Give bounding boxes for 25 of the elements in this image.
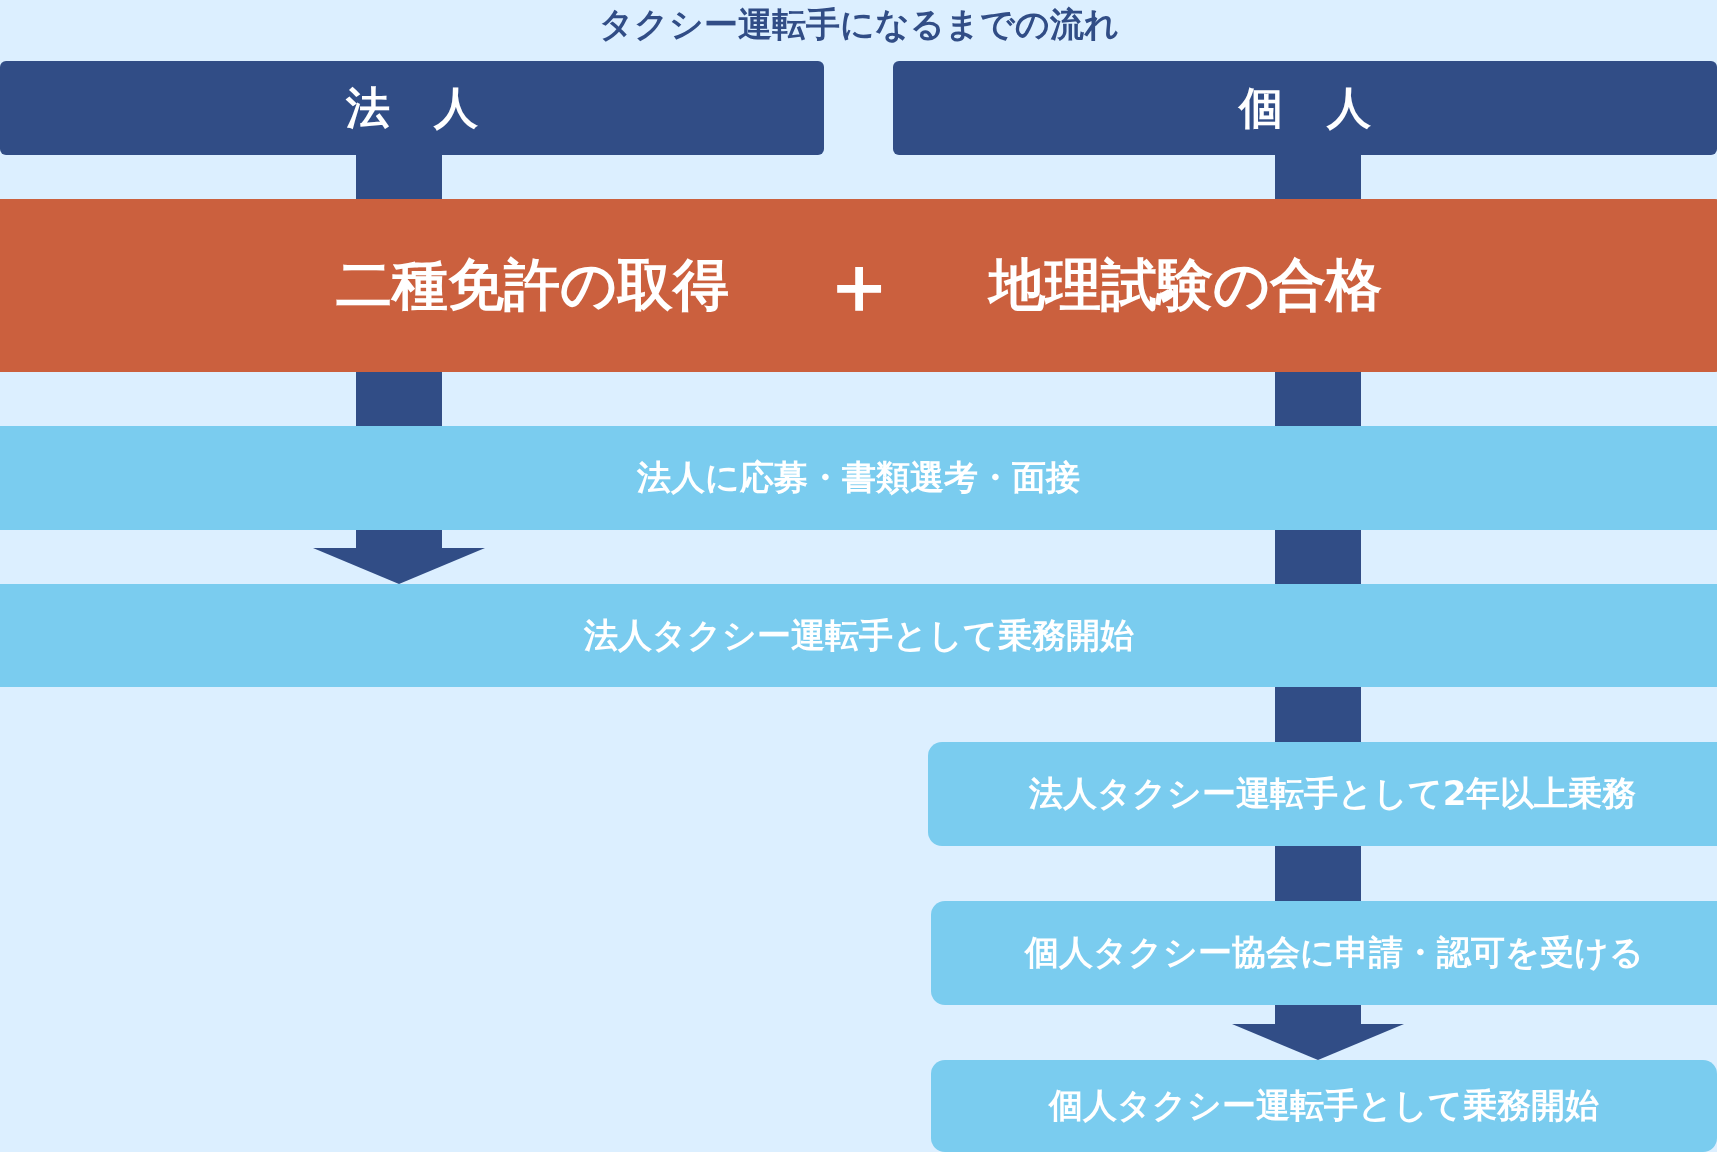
step-label: 法人タクシー運転手として乗務開始: [583, 613, 1134, 657]
requirement-band: [0, 199, 1717, 372]
requirement-label: 地理試験の合格: [988, 250, 1382, 319]
step-label: 個人タクシー協会に申請・認可を受ける: [1024, 931, 1644, 974]
arrow: [1232, 1005, 1404, 1060]
requirement-label: 二種免許の取得: [335, 250, 729, 319]
connector-bar: [1275, 155, 1361, 199]
header-bar: [0, 61, 824, 155]
step-band: [0, 584, 1717, 687]
step-box: [928, 742, 1717, 846]
header-bar: [893, 61, 1717, 155]
step-band: [0, 426, 1717, 530]
step-label: 法人に応募・書類選考・面接: [637, 456, 1080, 499]
step-label: 法人タクシー運転手として2年以上乗務: [1028, 772, 1637, 815]
connector-bar: [356, 155, 442, 199]
connector-bar: [1275, 372, 1361, 426]
connector-bar: [1275, 530, 1361, 584]
title: タクシー運転手になるまでの流れ: [598, 4, 1119, 44]
step-box: [931, 1060, 1717, 1152]
column-heading: 個 人: [1239, 80, 1371, 135]
plus-sign: ＋: [818, 236, 899, 333]
step-box: [931, 901, 1717, 1005]
column-heading: 法 人: [346, 80, 478, 135]
step-label: 個人タクシー運転手として乗務開始: [1049, 1084, 1599, 1127]
arrow: [313, 530, 485, 584]
